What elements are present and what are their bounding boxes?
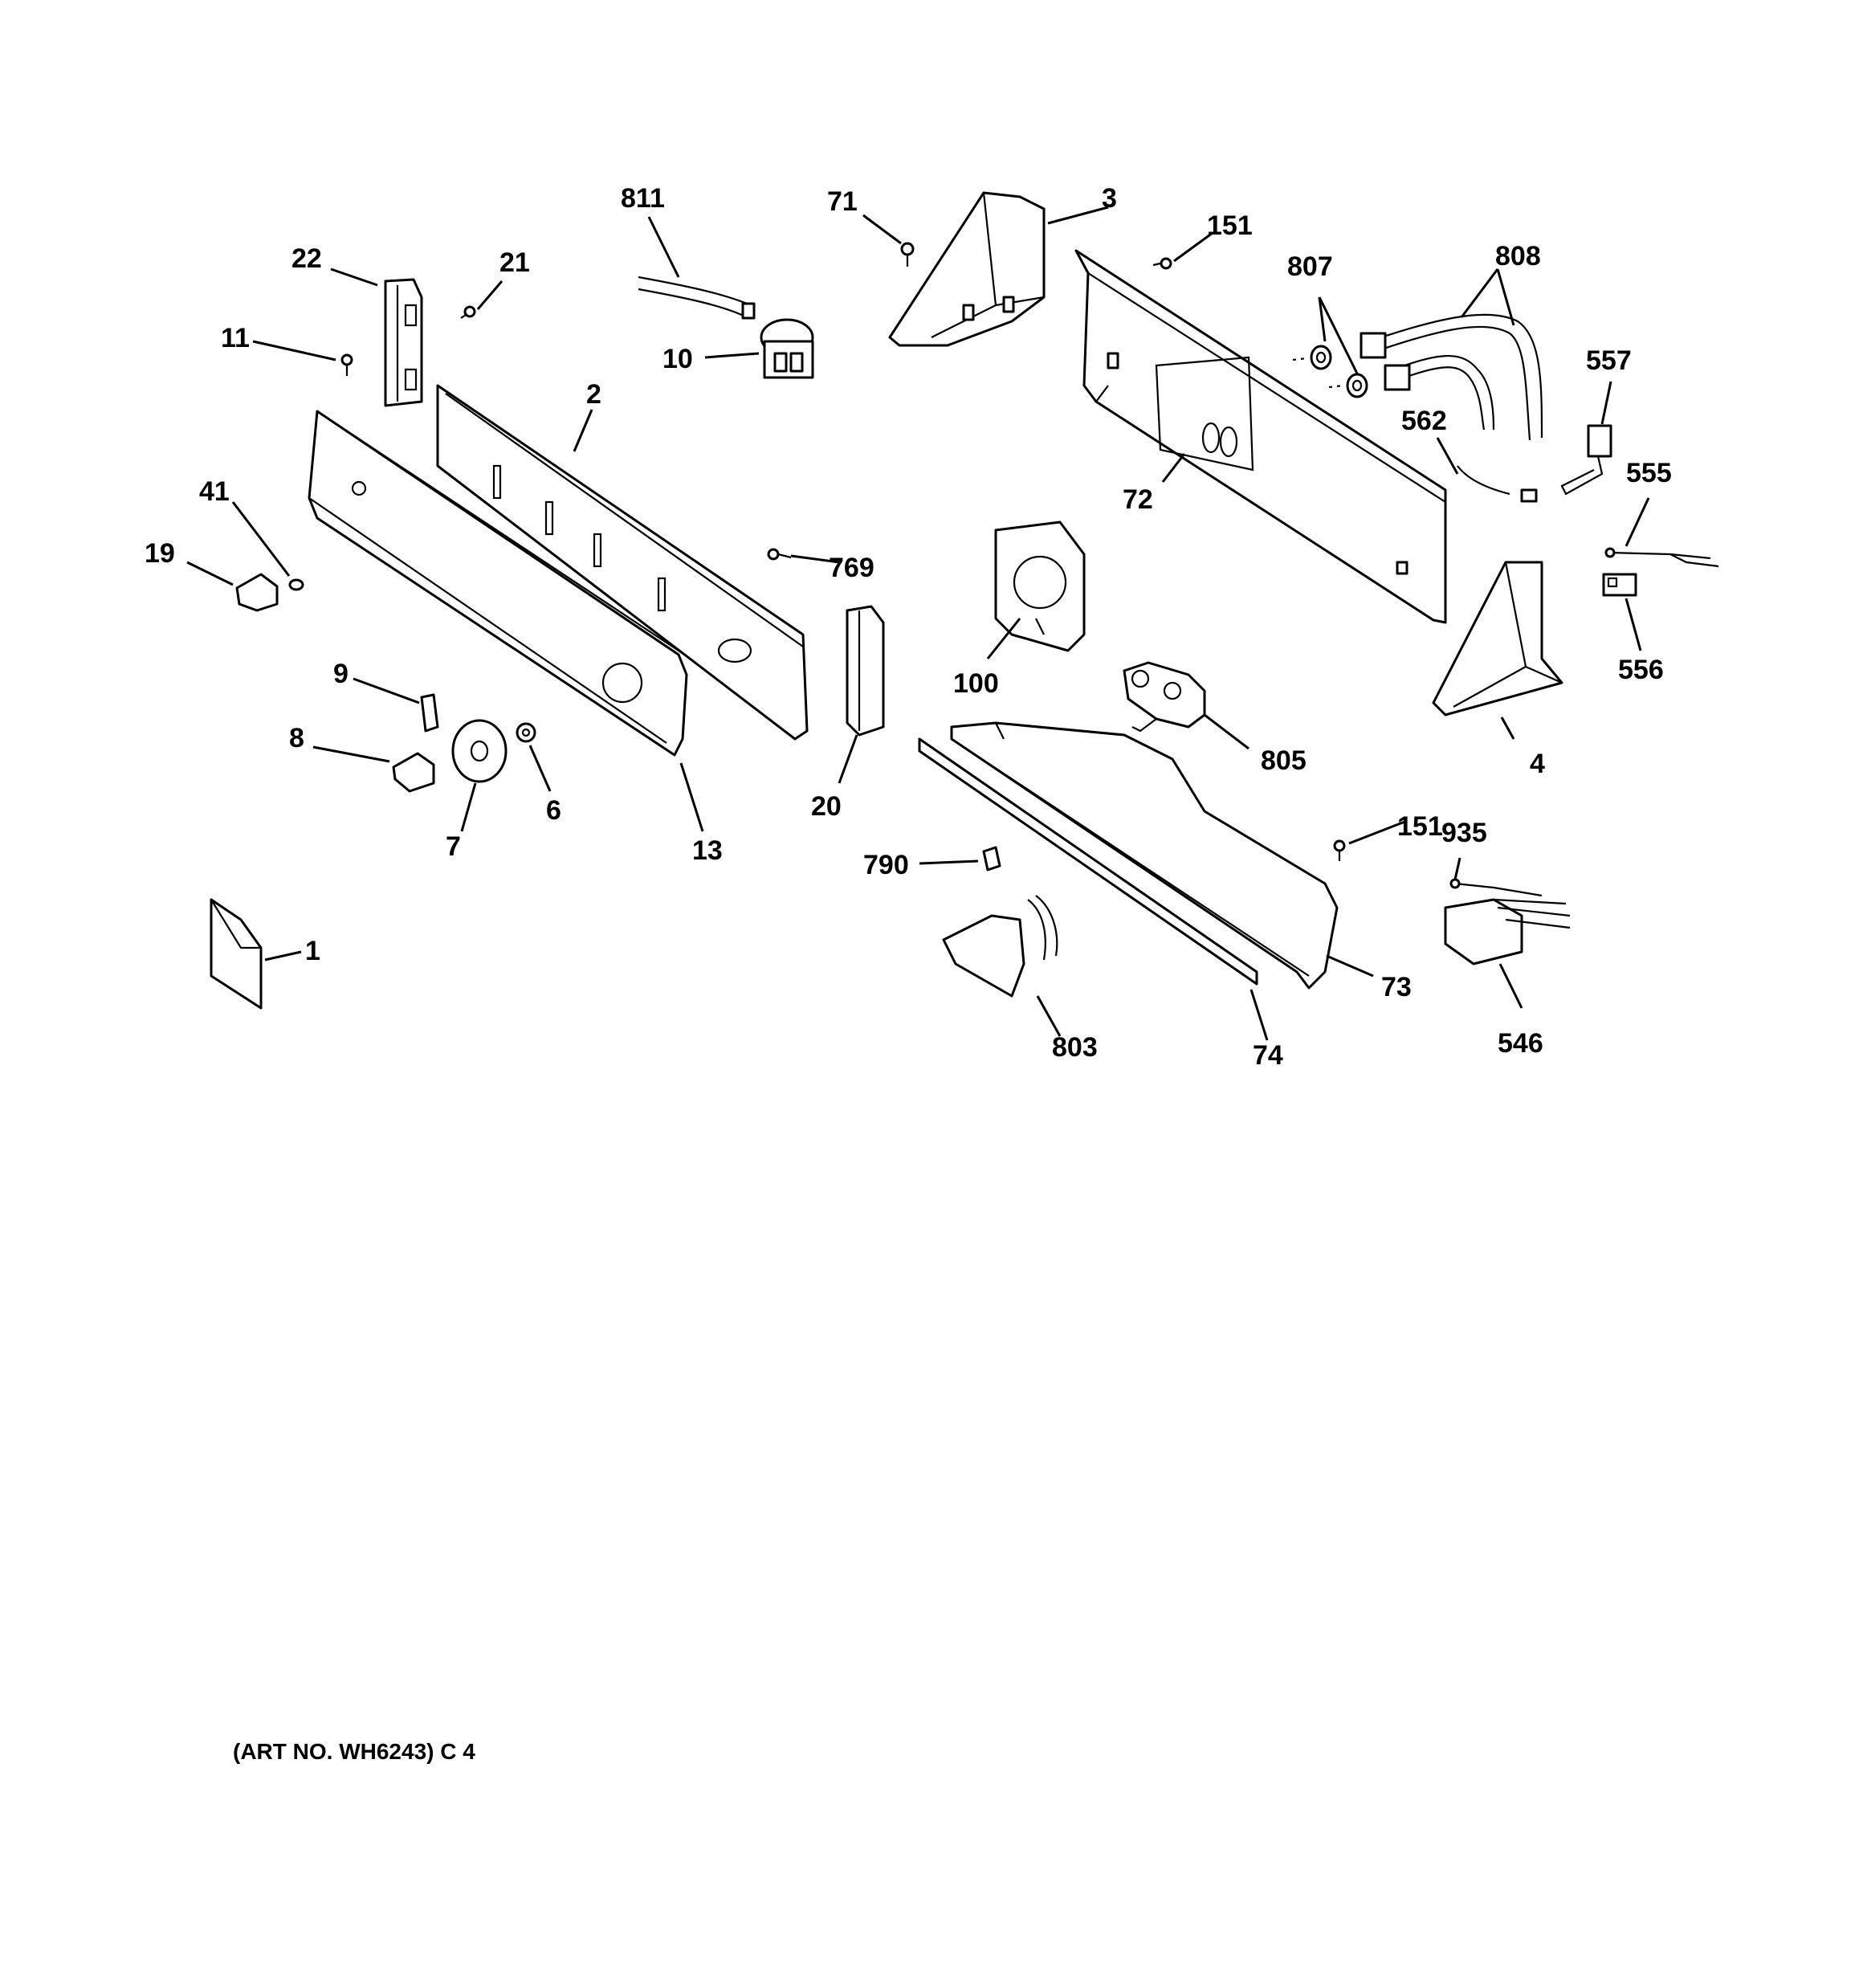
- wire-555: [1604, 547, 1719, 568]
- screw-769: [767, 548, 792, 561]
- wiring-harness-546: [1444, 898, 1571, 965]
- callout-769: 769: [829, 553, 874, 583]
- water-valve-805: [1123, 661, 1206, 733]
- leader-lines: [186, 206, 1650, 1041]
- callout-2: 2: [586, 379, 601, 410]
- callout-labels: 811 71 3 151 807 808 22 21 11 10 2 557 5…: [145, 183, 1672, 1071]
- control-mount-2: [436, 384, 809, 741]
- knob-8: [392, 752, 435, 793]
- callout-3: 3: [1102, 183, 1117, 214]
- callout-811: 811: [621, 183, 665, 214]
- end-cap-20: [846, 605, 885, 737]
- clip-9: [420, 693, 439, 733]
- callout-4: 4: [1530, 749, 1545, 779]
- callout-72: 72: [1123, 484, 1153, 515]
- callout-790: 790: [863, 850, 909, 880]
- callout-807: 807: [1287, 251, 1333, 282]
- callout-151-top: 151: [1207, 210, 1253, 241]
- dial-7: [451, 719, 508, 783]
- callout-555: 555: [1626, 458, 1672, 488]
- strip-74: [918, 737, 1258, 986]
- screw-21: [460, 305, 476, 319]
- callout-21: 21: [499, 247, 530, 278]
- base-panel-73: [950, 721, 1339, 990]
- callout-808: 808: [1495, 241, 1541, 271]
- callout-562: 562: [1401, 406, 1447, 436]
- screw-11: [340, 353, 353, 376]
- wire-935: [1449, 878, 1543, 897]
- callout-11: 11: [221, 323, 250, 353]
- connector-556: [1602, 573, 1637, 597]
- callout-6: 6: [546, 795, 561, 826]
- callout-1: 1: [305, 936, 320, 966]
- control-panel-13: [308, 410, 691, 757]
- callout-935: 935: [1441, 818, 1487, 848]
- nut-6: [516, 722, 536, 743]
- hose-811: [638, 276, 756, 320]
- screw-151-top: [1152, 257, 1172, 270]
- screw-151-lower: [1333, 839, 1346, 861]
- inlet-hoses-808: [1360, 313, 1543, 441]
- pressure-switch-10: [760, 318, 814, 379]
- callout-8: 8: [289, 723, 304, 753]
- wire-562: [1457, 465, 1538, 503]
- callout-13: 13: [692, 835, 723, 866]
- callout-803: 803: [1052, 1032, 1098, 1063]
- washers-807: [1292, 345, 1368, 398]
- screw-71: [900, 242, 915, 267]
- callout-10: 10: [662, 344, 693, 374]
- end-bracket-22: [384, 278, 423, 407]
- callout-41: 41: [199, 476, 230, 507]
- bracket-4: [1432, 561, 1563, 716]
- manual-1: [210, 898, 263, 1010]
- callout-805: 805: [1261, 745, 1307, 776]
- callout-20: 20: [811, 791, 842, 822]
- bracket-3: [888, 191, 1046, 347]
- callout-556: 556: [1618, 655, 1664, 685]
- callout-546: 546: [1498, 1028, 1543, 1059]
- callout-22: 22: [291, 243, 322, 274]
- callout-74: 74: [1253, 1040, 1283, 1071]
- connector-557: [1560, 424, 1612, 496]
- callout-71: 71: [827, 186, 858, 217]
- backsplash-panel-72: [1074, 249, 1447, 624]
- clamp-790: [982, 846, 1001, 872]
- callout-19: 19: [145, 538, 175, 569]
- callout-557: 557: [1586, 345, 1632, 376]
- knob-19: [235, 573, 279, 612]
- callout-100: 100: [953, 668, 999, 699]
- spring-41: [288, 578, 304, 591]
- art-number-caption: (ART NO. WH6243) C 4: [233, 1739, 475, 1764]
- callout-9: 9: [333, 659, 349, 689]
- callout-151-lower: 151: [1397, 811, 1443, 842]
- callout-73: 73: [1381, 972, 1412, 1002]
- callout-7: 7: [446, 831, 461, 862]
- timer-100: [994, 520, 1086, 652]
- bracket-803: [942, 895, 1058, 998]
